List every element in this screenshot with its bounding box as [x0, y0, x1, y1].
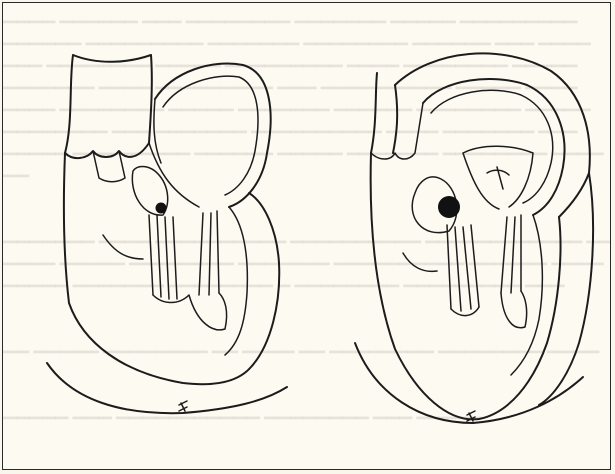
left-chordae: [149, 211, 219, 299]
right-chordae: [447, 215, 521, 311]
left-ventricle-inner: [103, 207, 247, 355]
right-ventricle-outer: [539, 173, 593, 405]
right-outer-sac: [395, 53, 590, 173]
right-aorta: [371, 73, 397, 153]
right-papillary-muscle: [451, 291, 527, 328]
left-septum: [149, 99, 199, 207]
left-tick-mark: [179, 401, 187, 411]
left-aortic-root: [65, 143, 149, 158]
right-valve-leaflets: [463, 146, 533, 209]
right-lesion-dot: [438, 196, 460, 218]
left-lesion-dot: [156, 203, 167, 214]
right-ventricle-wall: [371, 153, 561, 419]
left-pericardium: [47, 363, 287, 413]
figure-frame: ▁▁▁▁ ▁▁▁▁▁▁ ▁▁▁ ▁▁▁▁▁▁▁▁ ▁▁▁▁▁▁▁ ▁▁▁▁▁ ▁…: [2, 2, 611, 470]
right-atrium-outer: [423, 79, 565, 215]
right-pericardium: [355, 343, 583, 423]
heart-diagram: [3, 3, 610, 469]
left-papillary-muscle: [153, 293, 227, 330]
left-atrium-inner: [163, 76, 258, 195]
left-heart-panel: [47, 55, 287, 413]
right-heart-panel: [355, 53, 593, 423]
left-aorta: [65, 55, 152, 153]
